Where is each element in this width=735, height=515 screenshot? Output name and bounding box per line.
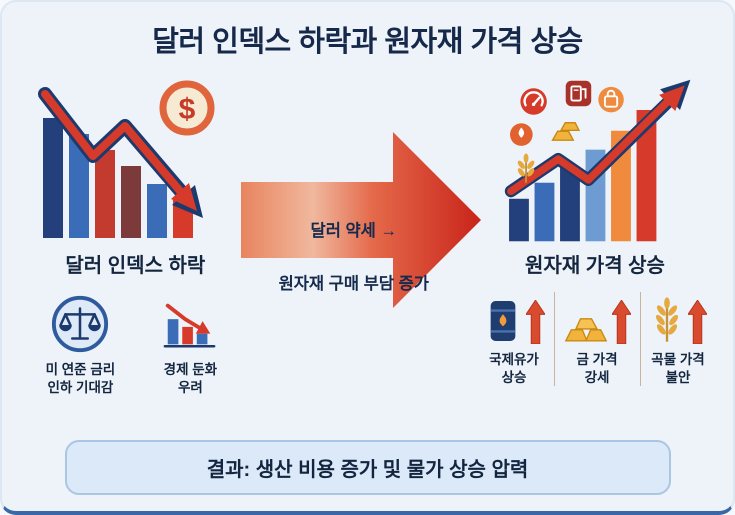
svg-text:$: $ [179, 93, 196, 126]
gold-bars-icon [551, 122, 581, 141]
factor-label: 미 연준 금리 인하 기대감 [45, 362, 116, 395]
wheat-sprig-icon [517, 153, 535, 183]
down-arrow-icon [38, 87, 204, 218]
factor-economic-slowdown: 경제 둔화 우려 [140, 294, 240, 396]
commodity-panel: 원자재 가격 상승 국제유가 상승 [485, 76, 707, 387]
fuel-pump-icon [565, 80, 592, 107]
factor-label: 금 가격 강세 [576, 352, 618, 385]
dollar-coin-icon: $ [159, 80, 215, 136]
rising-bar-chart-icon [504, 79, 691, 242]
dollar-index-panel: $ 달러 인덱스 하락 [30, 76, 241, 396]
gauge-icon [520, 88, 547, 115]
page-title: 달러 인덱스 하락과 원자재 가격 상승 [152, 26, 583, 58]
factor-grain-price: 곡물 가격 불안 [639, 292, 716, 387]
up-arrow-icon [611, 300, 631, 344]
factor-label: 국제유가 상승 [489, 352, 539, 385]
dollar-factors: 미 연준 금리 인하 기대감 경제 둔화 우려 [30, 294, 240, 396]
factor-label: 경제 둔화 우려 [163, 362, 218, 395]
up-arrow-icon [687, 300, 707, 344]
factor-fed-rate-cut: 미 연준 금리 인하 기대감 [30, 294, 130, 396]
factor-gold-price: 금 가격 강세 [553, 292, 640, 387]
main-diagram: $ 달러 인덱스 하락 [2, 76, 733, 396]
up-arrow-icon [504, 79, 691, 198]
dollar-index-label: 달러 인덱스 하락 [65, 255, 206, 277]
wheat-icon [655, 297, 678, 342]
up-arrow-icon [525, 300, 545, 344]
big-right-arrow-icon [240, 132, 481, 308]
causal-arrow: 달러 약세 → 원자재 구매 부담 증가 [240, 118, 485, 328]
arrow-caption-line2: 원자재 구매 부담 증가 [278, 275, 429, 294]
factor-label: 곡물 가격 불안 [651, 352, 705, 385]
oil-drop-icon [510, 123, 533, 146]
commodity-factors: 국제유가 상승 금 가격 강세 [475, 292, 716, 387]
shopping-bag-icon [598, 86, 624, 113]
result-banner: 결과: 생산 비용 증가 및 물가 상승 압력 [64, 440, 671, 496]
arrow-caption-line1: 달러 약세 → [310, 222, 397, 241]
gold-bar-icon [564, 318, 607, 342]
balance-scale-icon [52, 295, 109, 353]
declining-bar-chart-icon: $ [38, 80, 215, 238]
factor-oil-price: 국제유가 상승 [475, 292, 554, 386]
arrow-caption: 달러 약세 → 원자재 구매 부담 증가 [243, 192, 465, 324]
oil-barrel-icon [490, 301, 515, 341]
commodity-price-label: 원자재 가격 상승 [525, 255, 665, 277]
declining-chart-icon [164, 303, 216, 348]
